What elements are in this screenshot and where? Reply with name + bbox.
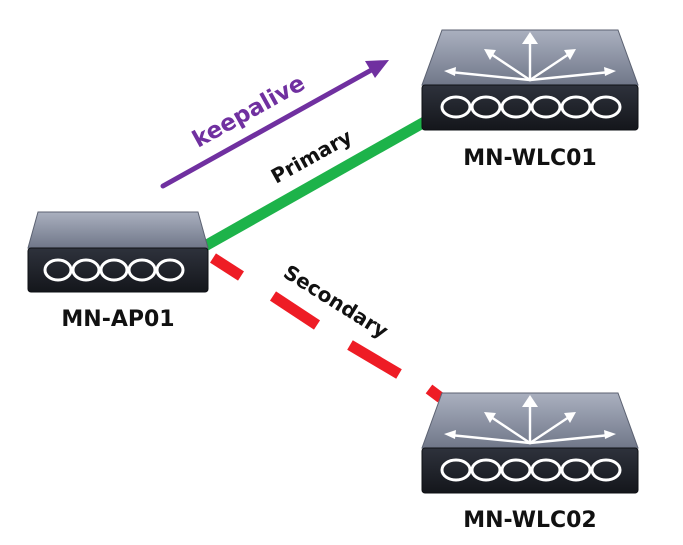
primary-link bbox=[202, 115, 431, 251]
wlc-primary-label: MN-WLC01 bbox=[463, 146, 597, 171]
arrow-right-up-icon bbox=[160, 60, 389, 189]
wireless-lan-controller-icon bbox=[420, 28, 640, 132]
wireless-lan-controller-icon bbox=[420, 391, 640, 495]
access-point-icon bbox=[27, 211, 209, 293]
primary-link-label: Primary bbox=[267, 124, 356, 188]
secondary-link bbox=[210, 253, 445, 403]
ap-label: MN-AP01 bbox=[61, 307, 174, 332]
wlc-secondary-label: MN-WLC02 bbox=[463, 508, 597, 533]
secondary-link-label: Secondary bbox=[279, 260, 392, 343]
